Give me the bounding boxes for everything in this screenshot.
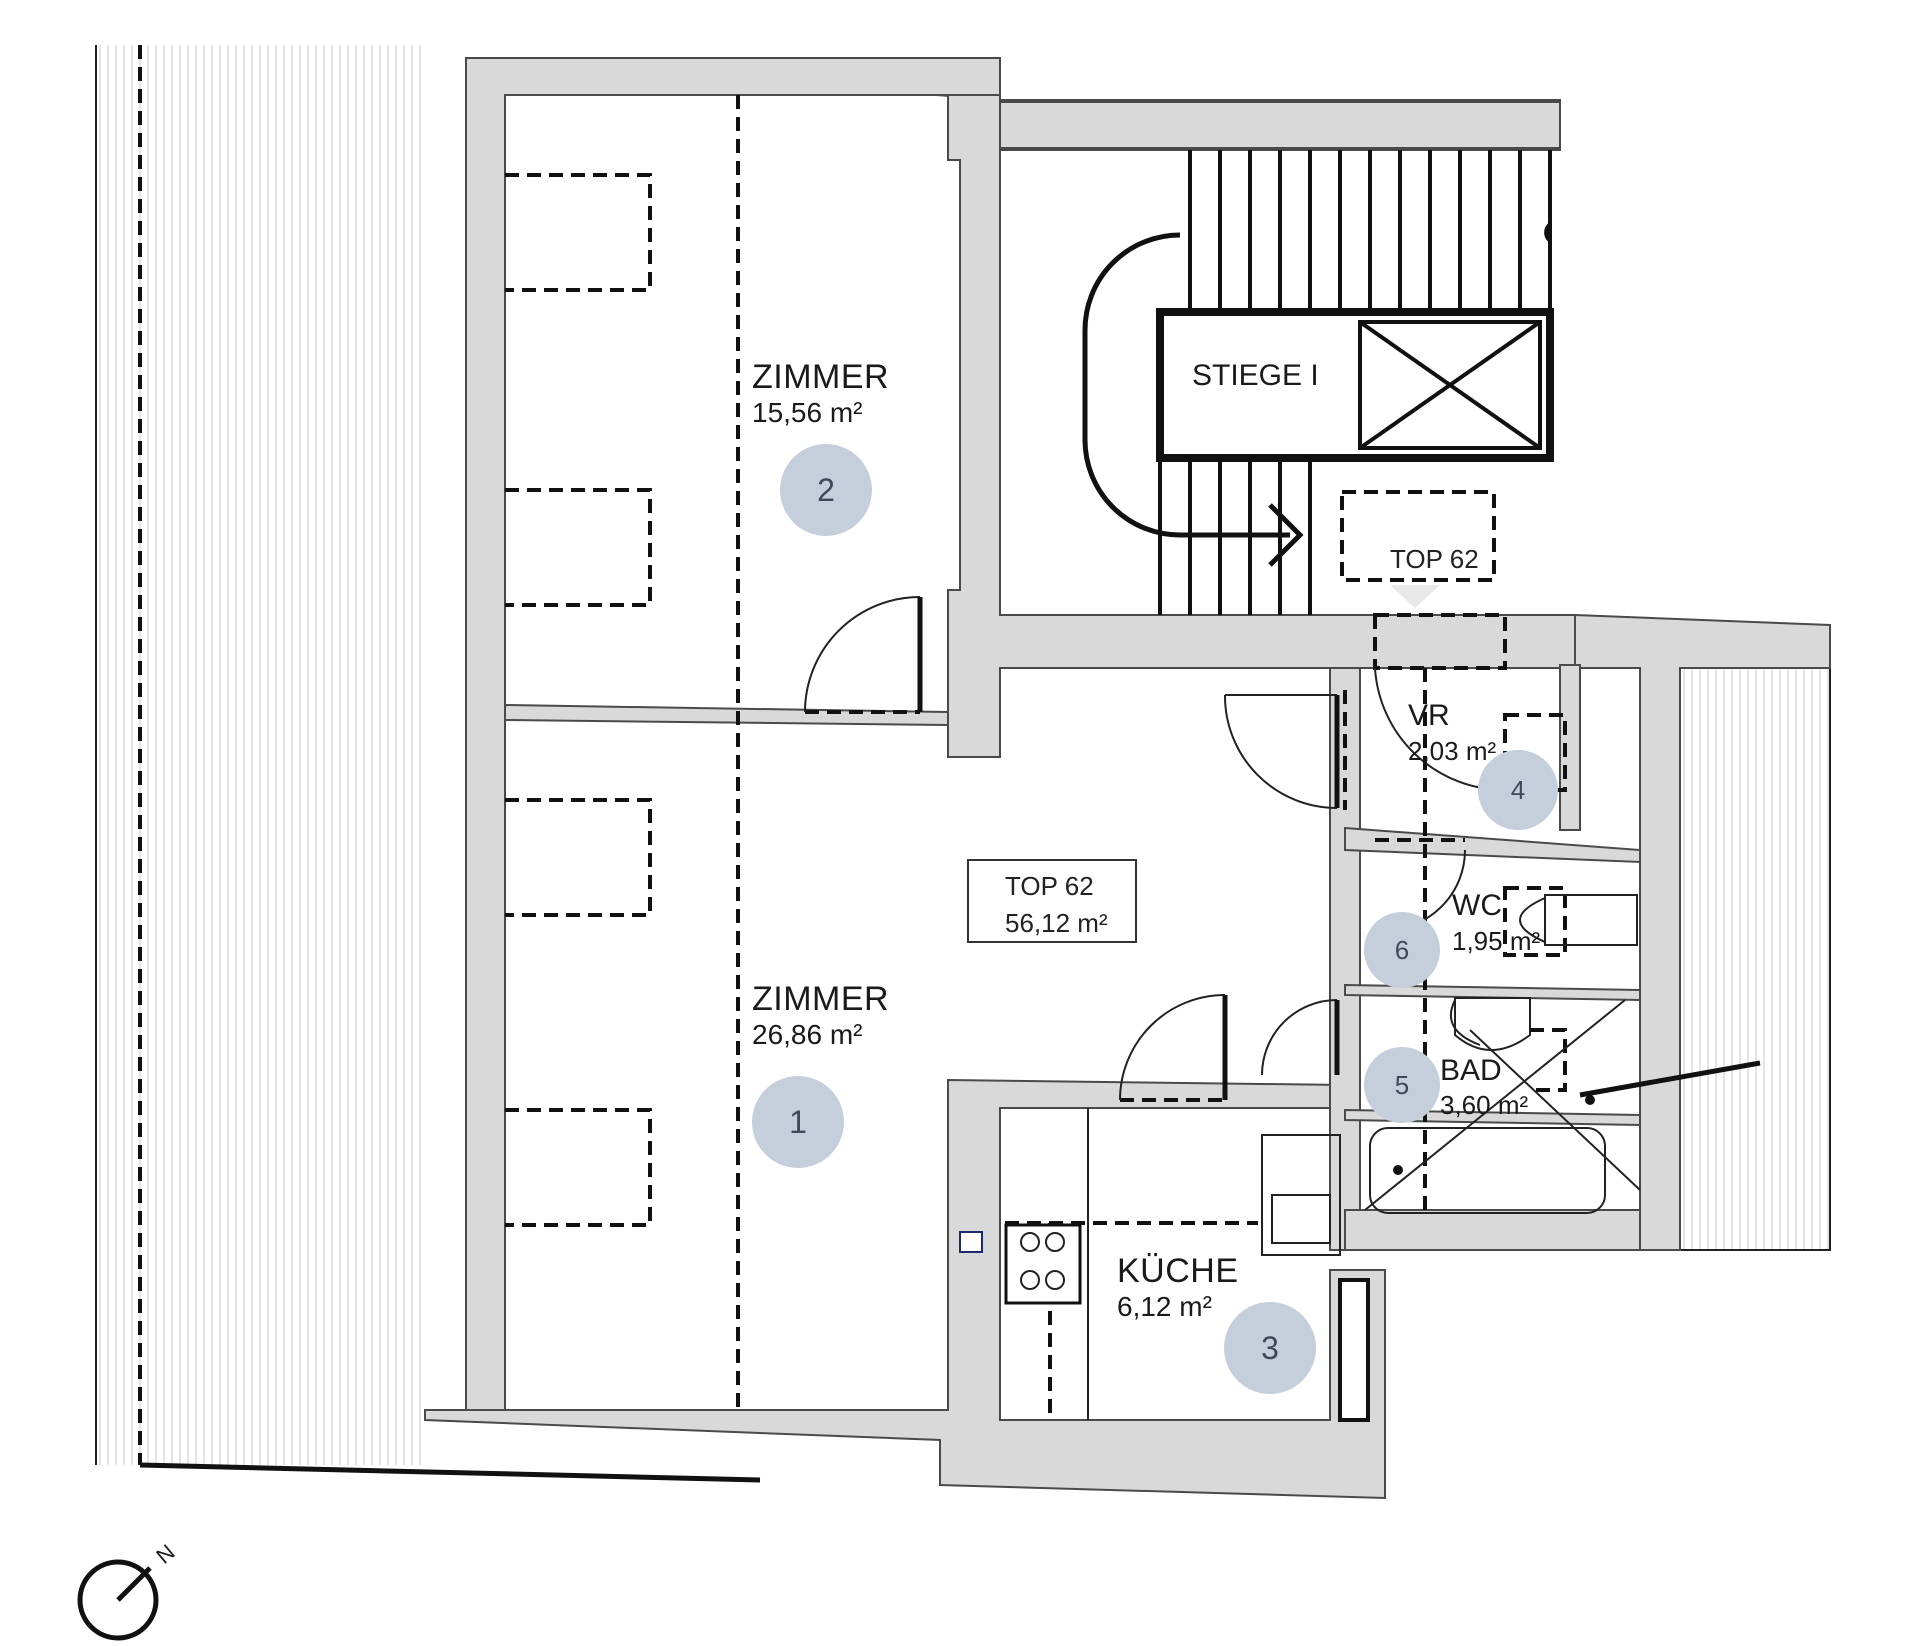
right-balcony [1680, 668, 1830, 1250]
svg-text:4: 4 [1511, 775, 1525, 805]
kueche-area: 6,12 m² [1117, 1291, 1212, 1322]
zimmer-1-badge: 1 [752, 1076, 844, 1168]
compass-icon [77, 1559, 159, 1641]
compass: N [77, 1539, 180, 1641]
stair-label: STIEGE I [1192, 359, 1319, 392]
walls [424, 57, 1831, 1500]
unit-box-label: TOP 62 [1005, 871, 1094, 901]
svg-text:6: 6 [1395, 935, 1409, 965]
left-terrace [96, 45, 426, 1465]
vr-name: VR [1408, 699, 1450, 732]
bad-name: BAD [1440, 1054, 1502, 1087]
zimmer-1-name: ZIMMER [752, 980, 889, 1018]
zimmer-2-name: ZIMMER [752, 358, 889, 396]
vr-area: 2,03 m² [1408, 736, 1496, 766]
wc-area: 1,95 m² [1452, 926, 1540, 956]
unit-tag-label: TOP 62 [1390, 544, 1479, 574]
zimmer-2-area: 15,56 m² [752, 397, 863, 428]
kueche-badge: 3 [1224, 1302, 1316, 1394]
svg-text:5: 5 [1395, 1070, 1409, 1100]
bad-badge: 5 [1364, 1047, 1440, 1123]
svg-text:3: 3 [1261, 1330, 1279, 1366]
zimmer-2-badge: 2 [780, 444, 872, 536]
windows-left [505, 173, 652, 1227]
door-zimmer-2 [804, 596, 923, 714]
unit-box-area: 56,12 m² [1005, 908, 1108, 938]
svg-text:2: 2 [817, 472, 835, 508]
wc-fixtures [1375, 838, 1638, 957]
kitchen-fixtures [959, 994, 1370, 1422]
svg-text:1: 1 [789, 1104, 807, 1140]
wc-name: WC [1452, 889, 1502, 922]
zimmer-1-area: 26,86 m² [752, 1019, 863, 1050]
staircase: STIEGE I [1082, 150, 1554, 615]
unit-summary-box: TOP 62 56,12 m² [967, 859, 1137, 943]
wc-badge: 6 [1364, 912, 1440, 988]
unit-entrance-tag: TOP 62 [1340, 490, 1496, 608]
bad-fixtures [1261, 997, 1761, 1214]
vr-badge: 4 [1478, 750, 1558, 830]
kueche-name: KÜCHE [1117, 1252, 1239, 1290]
bad-area: 3,60 m² [1440, 1090, 1528, 1120]
compass-north-letter: N [151, 1539, 179, 1568]
